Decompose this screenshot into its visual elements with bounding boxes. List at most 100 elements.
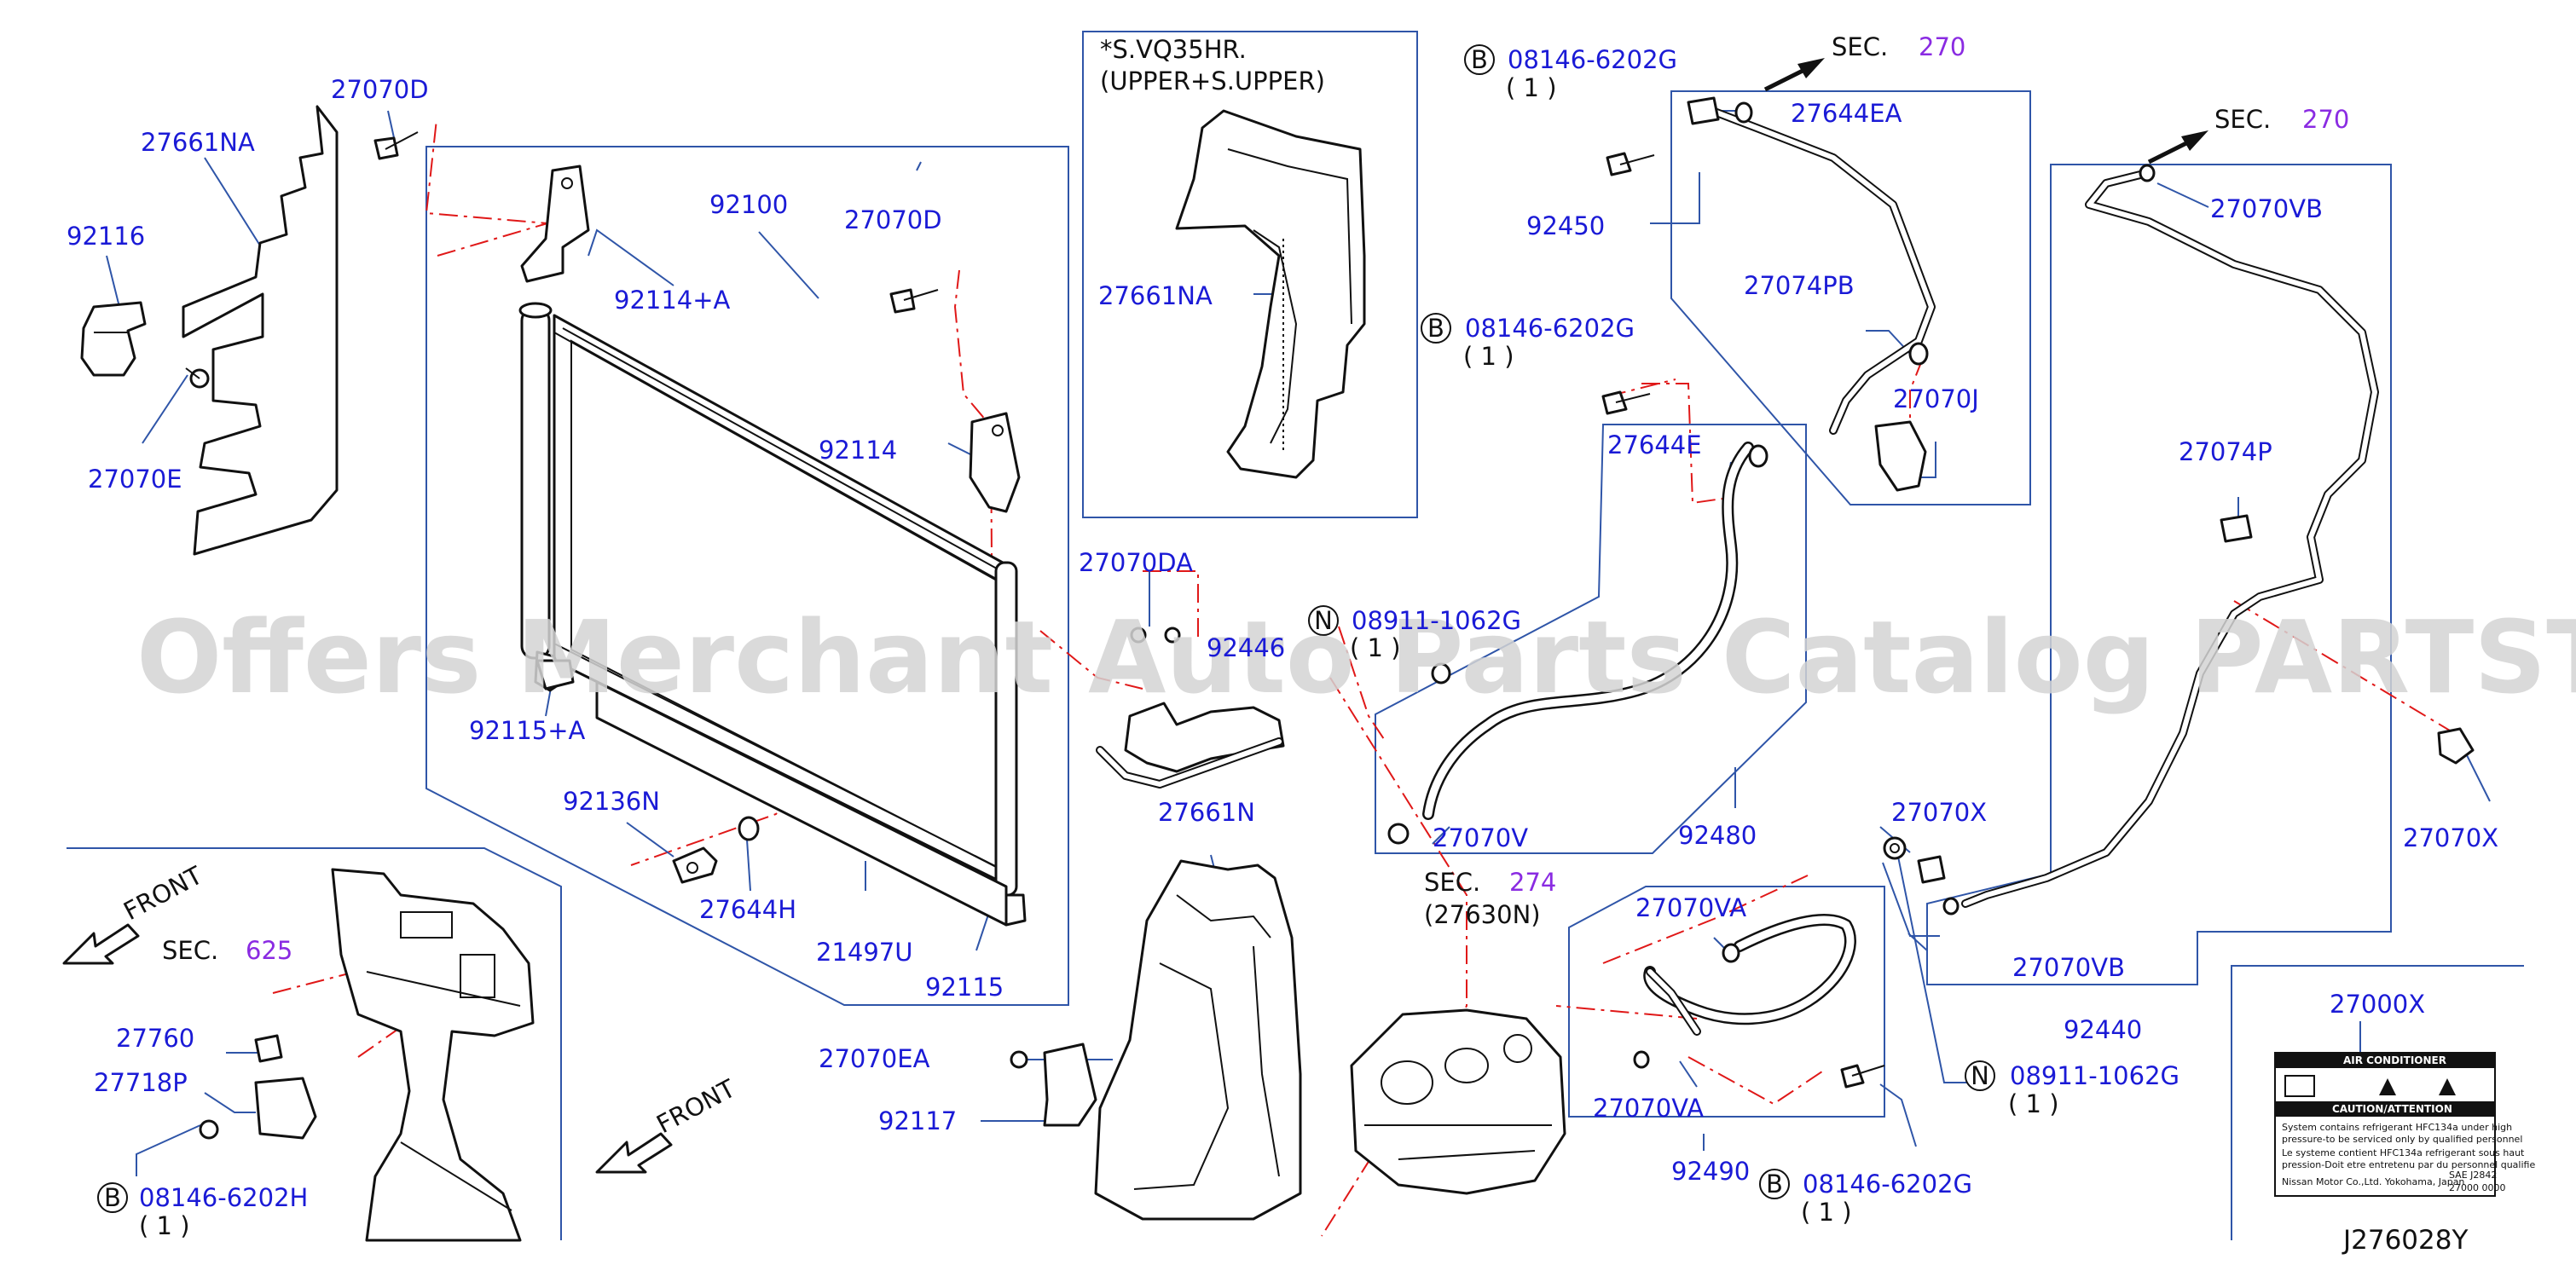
label-21497U[interactable]: 21497U — [816, 938, 912, 967]
label-27074P[interactable]: 27074P — [2179, 437, 2272, 466]
pipe-92440 — [1917, 164, 2475, 916]
seal-21497U — [595, 680, 1008, 927]
label-92450[interactable]: 92450 — [1526, 211, 1605, 240]
bolt-08146-b1 — [1606, 152, 1655, 176]
label-92446[interactable]: 92446 — [1207, 633, 1285, 662]
hose-92480-box — [1375, 424, 1807, 854]
bolt-27070D-a — [373, 131, 419, 160]
label-27718P[interactable]: 27718P — [94, 1068, 188, 1097]
label-27070E[interactable]: 27070E — [88, 465, 182, 494]
label-card-en-2: pressure-to be serviced only by qualifie… — [2282, 1134, 2522, 1145]
shroud-27661N — [1094, 859, 1302, 1221]
label-27070V[interactable]: 27070V — [1433, 823, 1528, 852]
pipe-bracket-92446 — [1096, 627, 1285, 788]
sec274-sub: (27630N) — [1424, 900, 1541, 929]
label-card-27000X: AIR CONDITIONER CAUTION/ATTENTION System… — [2274, 1052, 2535, 1197]
bolt-27070E — [185, 367, 210, 389]
front-arrow-bottom — [595, 1132, 673, 1174]
diagram-code: J276028Y — [2342, 1225, 2468, 1256]
label-27760[interactable]: 27760 — [116, 1024, 194, 1053]
label-92490[interactable]: 92490 — [1671, 1157, 1750, 1186]
front-arrow-top — [62, 923, 140, 965]
shroud-27661NA-upper — [1175, 109, 1366, 479]
sec270-arrow-b — [2147, 130, 2208, 165]
label-27070VB-b[interactable]: 27070VB — [2012, 953, 2125, 982]
label-92117[interactable]: 92117 — [878, 1106, 957, 1135]
label-27070EA[interactable]: 27070EA — [819, 1044, 930, 1073]
bolt-marker-b1: B — [1471, 45, 1488, 74]
label-27070J[interactable]: 27070J — [1893, 384, 1979, 413]
label-27661NA-upper[interactable]: 27661NA — [1098, 281, 1213, 310]
sec625-number[interactable]: 625 — [246, 936, 292, 965]
hose-92480 — [1387, 442, 1768, 845]
hose-92490-box — [1568, 886, 1885, 1118]
label-92440[interactable]: 92440 — [2064, 1015, 2142, 1044]
label-card-footer: Nissan Motor Co.,Ltd. Yokohama, Japan — [2282, 1176, 2464, 1187]
label-08146-b2[interactable]: 08146-6202G — [1465, 314, 1635, 343]
bolt-27070D-b — [889, 288, 939, 314]
label-27661NA-left[interactable]: 27661NA — [141, 128, 255, 157]
label-08911-n1[interactable]: 08911-1062G — [1352, 606, 1521, 635]
sec274-prefix: SEC. — [1424, 868, 1480, 897]
label-08146-b3[interactable]: 08146-6202G — [1803, 1170, 1972, 1199]
label-92100[interactable]: 92100 — [709, 190, 788, 219]
front-inset-structure — [199, 868, 535, 1242]
label-27070VA-a[interactable]: 27070VA — [1635, 893, 1746, 922]
label-card-title: AIR CONDITIONER — [2343, 1054, 2446, 1066]
label-92114[interactable]: 92114 — [819, 436, 897, 465]
label-card-fr-1: Le systeme contient HFC134a refrigerant … — [2282, 1147, 2525, 1158]
qty-b2: ( 1 ) — [1463, 342, 1514, 371]
bracket-92117 — [1043, 1043, 1097, 1127]
group-markers: B B N N B B — [97, 44, 1995, 1213]
note-line-2: (UPPER+S.UPPER) — [1100, 66, 1325, 95]
bolt-marker-b2: B — [1427, 314, 1444, 343]
bracket-92115A — [535, 659, 575, 690]
note-line-1: *S.VQ35HR. — [1100, 35, 1247, 64]
qty-b4: ( 1 ) — [139, 1211, 190, 1240]
label-27070VB-a[interactable]: 27070VB — [2210, 194, 2323, 223]
label-92136N[interactable]: 92136N — [563, 787, 660, 816]
label-inset-border — [2231, 965, 2524, 1240]
bolt-08146-b2 — [1601, 390, 1651, 415]
label-92480[interactable]: 92480 — [1678, 821, 1757, 850]
label-08146-b4[interactable]: 08146-6202H — [139, 1183, 308, 1212]
label-card-caution: CAUTION/ATTENTION — [2332, 1103, 2452, 1115]
bracket-92114A — [520, 165, 590, 283]
label-27070X-left[interactable]: 27070X — [1891, 798, 1987, 827]
compressor — [1350, 1008, 1566, 1195]
label-27644EA[interactable]: 27644EA — [1791, 99, 1902, 128]
note-box — [1082, 31, 1418, 518]
sec270-a-number[interactable]: 270 — [1919, 32, 1965, 61]
label-27070D-b[interactable]: 27070D — [844, 205, 942, 234]
nut-marker-n2: N — [1971, 1061, 1989, 1090]
label-92115A[interactable]: 92115+A — [469, 716, 586, 745]
sec625-prefix: SEC. — [162, 936, 218, 965]
front-label-bottom: FRONT — [651, 1074, 740, 1140]
nut-27070X-left — [1883, 836, 1907, 860]
label-08911-n2[interactable]: 08911-1062G — [2010, 1061, 2179, 1090]
sec274-number[interactable]: 274 — [1509, 868, 1556, 897]
label-27644H[interactable]: 27644H — [699, 895, 796, 924]
label-27000X[interactable]: 27000X — [2330, 990, 2425, 1019]
label-27070VA-b[interactable]: 27070VA — [1593, 1094, 1704, 1123]
label-92116[interactable]: 92116 — [67, 222, 145, 251]
nut-marker-n1: N — [1314, 606, 1333, 635]
label-27070DA[interactable]: 27070DA — [1079, 548, 1193, 577]
bolt-marker-b3: B — [1766, 1170, 1783, 1199]
label-27074PB[interactable]: 27074PB — [1744, 271, 1855, 300]
label-27070X-right[interactable]: 27070X — [2403, 823, 2498, 852]
label-27644E[interactable]: 27644E — [1607, 430, 1702, 459]
condenser-box — [425, 146, 1069, 1006]
label-92115[interactable]: 92115 — [925, 973, 1004, 1002]
oring-27644H — [738, 816, 760, 841]
sec270-b-number[interactable]: 270 — [2302, 105, 2349, 134]
qty-b1: ( 1 ) — [1506, 73, 1557, 102]
label-27661N[interactable]: 27661N — [1158, 798, 1255, 827]
qty-n2: ( 1 ) — [2008, 1089, 2059, 1118]
drier-92136N — [672, 846, 718, 884]
label-92114A[interactable]: 92114+A — [614, 286, 731, 315]
label-27070D-a[interactable]: 27070D — [331, 75, 429, 104]
label-card-code-1: SAE J2842 — [2449, 1170, 2497, 1181]
qty-b3: ( 1 ) — [1801, 1198, 1852, 1227]
label-08146-b1[interactable]: 08146-6202G — [1508, 45, 1677, 74]
